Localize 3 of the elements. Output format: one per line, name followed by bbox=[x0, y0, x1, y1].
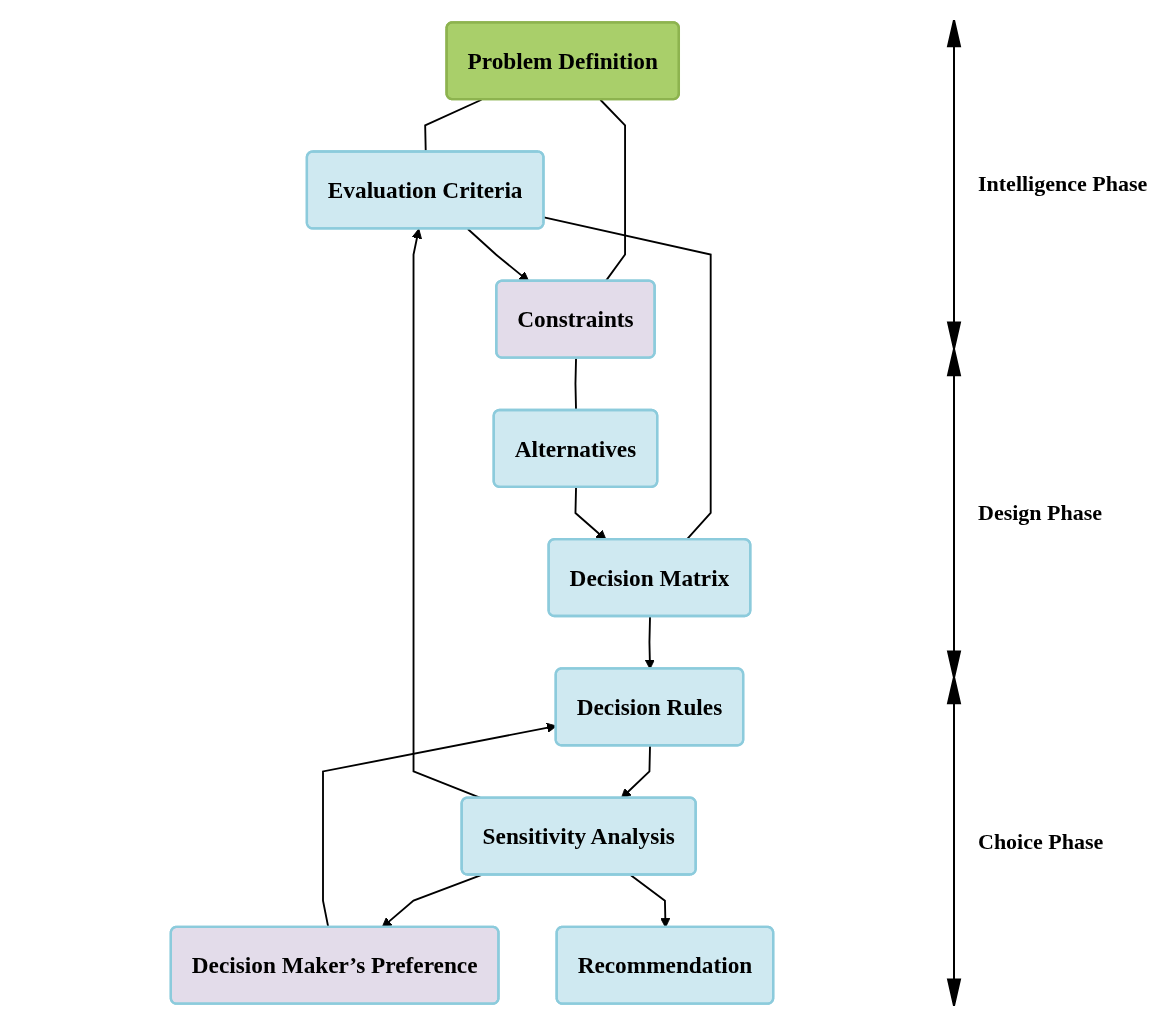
phase-label: Intelligence Phase bbox=[978, 171, 1148, 198]
phase-label: Choice Phase bbox=[978, 828, 1104, 855]
phase-label: Design Phase bbox=[978, 500, 1103, 526]
